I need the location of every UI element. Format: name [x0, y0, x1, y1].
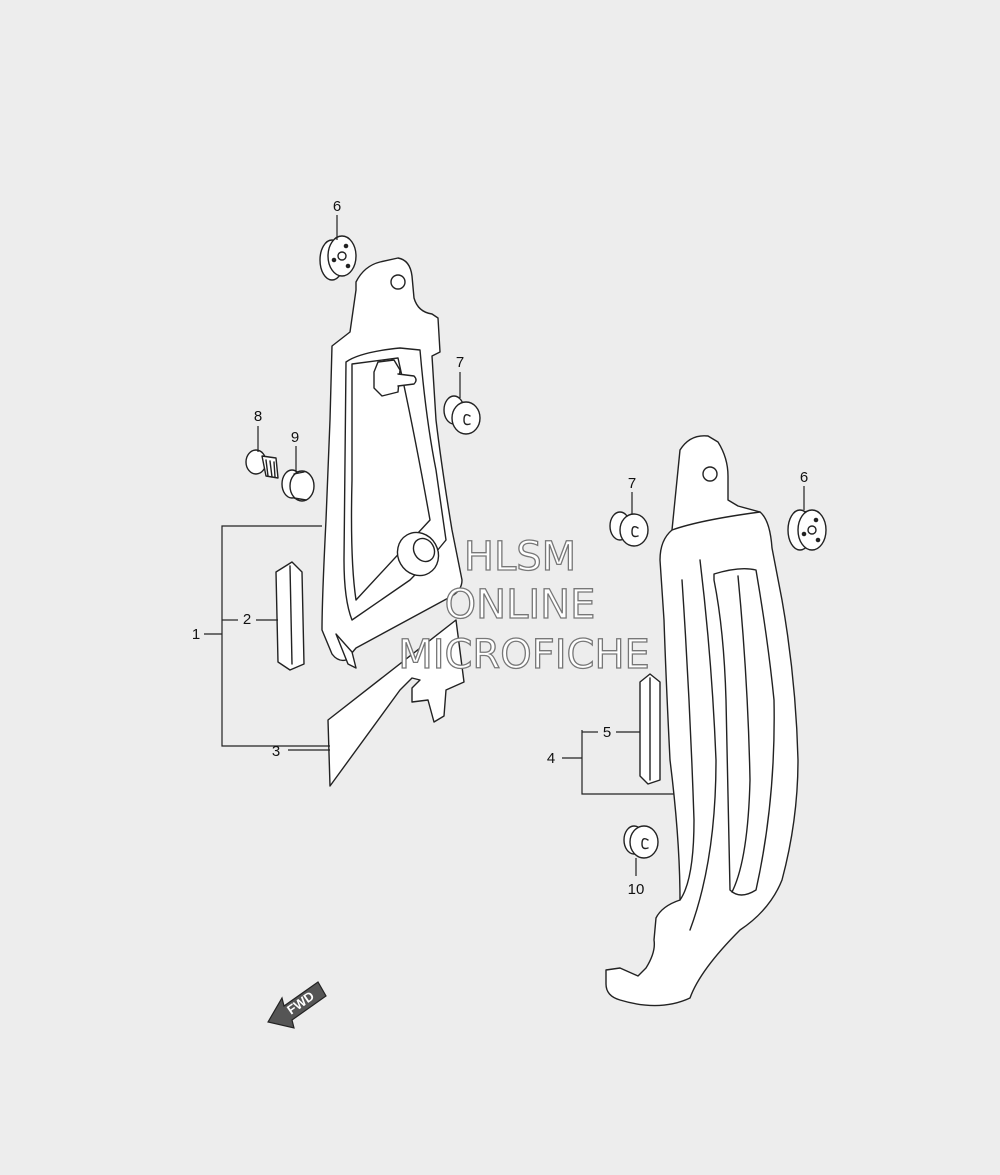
watermark-line-3: MICROFICHE	[398, 632, 650, 678]
callouts: 6 7 8 9 1 2 3 7 6 4 5 10	[192, 198, 808, 898]
callout-9: 9	[291, 429, 299, 446]
part-2-left-clip	[275, 561, 305, 671]
part-6-grommet-top	[319, 235, 357, 281]
part-3-left-plate	[327, 619, 465, 787]
part-8-bolt	[245, 449, 279, 479]
callout-3: 3	[272, 743, 280, 760]
watermark: HLSM ONLINE MICROFICHE	[398, 533, 651, 678]
callout-2: 2	[243, 611, 251, 628]
callout-1: 1	[192, 626, 200, 643]
part-1-left-bracket	[321, 257, 463, 669]
part-10-grommet	[623, 825, 659, 859]
callout-10: 10	[628, 881, 645, 898]
callout-7-left: 7	[456, 354, 464, 371]
callout-7-right: 7	[628, 475, 636, 492]
callout-6-top: 6	[333, 198, 341, 215]
part-4-right-cover	[605, 435, 799, 1007]
part-9-washer	[281, 469, 315, 502]
callout-8: 8	[254, 408, 262, 425]
watermark-line-2: ONLINE	[445, 582, 596, 628]
part-7-grommet-left	[443, 395, 481, 435]
part-6-grommet-right	[787, 509, 827, 551]
fwd-arrow: FWD	[267, 981, 327, 1029]
leader-lines	[204, 215, 805, 876]
callout-6-right: 6	[800, 469, 808, 486]
part-5-right-clip	[639, 673, 661, 785]
callout-4: 4	[547, 750, 555, 767]
part-7-grommet-right	[609, 511, 649, 547]
watermark-line-1: HLSM	[464, 534, 576, 580]
callout-5: 5	[603, 724, 611, 741]
